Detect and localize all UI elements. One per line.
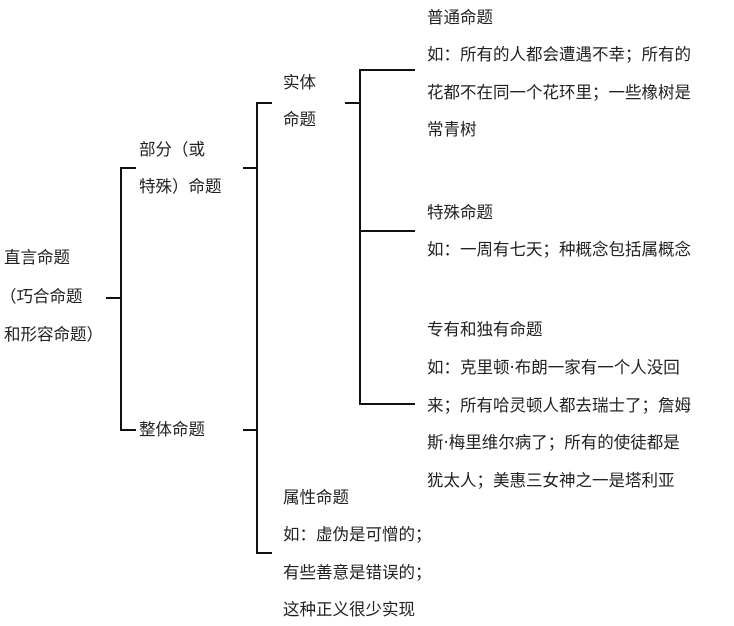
proper-example: 斯·梅里维尔病了；所有的使徒都是 (427, 433, 680, 452)
level2-bracket (256, 102, 258, 554)
entity-connector (345, 102, 360, 104)
attribute-title: 属性命题 (283, 488, 349, 507)
special-example: 如：一周有七天；种概念包括属概念 (427, 240, 691, 259)
root-node-line: 和形容命题） (4, 325, 103, 344)
proper-branch-line (359, 403, 415, 405)
entity-node-line: 命题 (283, 110, 316, 129)
common-example: 花都不在同一个花环里；一些橡树是 (427, 83, 691, 102)
partial-connector (243, 167, 258, 169)
common-example: 常青树 (427, 120, 477, 139)
common-branch-line (359, 69, 415, 71)
partial-node-line: 特殊）命题 (139, 177, 222, 196)
root-connector (106, 297, 122, 299)
level3-bracket (359, 69, 361, 405)
partial-branch-line (120, 167, 136, 169)
partial-node-line: 部分（或 (139, 140, 205, 159)
special-title: 特殊命题 (427, 203, 493, 222)
whole-branch-line (120, 429, 136, 431)
attribute-example: 这种正义很少实现 (283, 600, 415, 619)
entity-branch-line (256, 102, 272, 104)
proper-example: 来；所有哈灵顿人都去瑞士了；詹姆 (427, 396, 691, 415)
attribute-branch-line (256, 552, 272, 554)
special-branch-line (359, 230, 415, 232)
entity-node-line: 实体 (283, 73, 316, 92)
root-node-line: （巧合命题 (0, 287, 83, 306)
attribute-example: 有些善意是错误的； (283, 563, 432, 582)
proper-example: 如：克里顿·布朗一家有一个人没回 (427, 358, 680, 377)
common-title: 普通命题 (427, 8, 493, 27)
level1-bracket (120, 167, 122, 431)
attribute-example: 如：虚伪是可憎的； (283, 525, 432, 544)
whole-node: 整体命题 (139, 420, 205, 439)
common-example: 如：所有的人都会遭遇不幸；所有的 (427, 45, 691, 64)
proper-title: 专有和独有命题 (427, 320, 543, 339)
proper-example: 犹太人；美惠三女神之一是塔利亚 (427, 471, 675, 490)
whole-connector (243, 429, 258, 431)
root-node-line: 直言命题 (4, 248, 70, 267)
